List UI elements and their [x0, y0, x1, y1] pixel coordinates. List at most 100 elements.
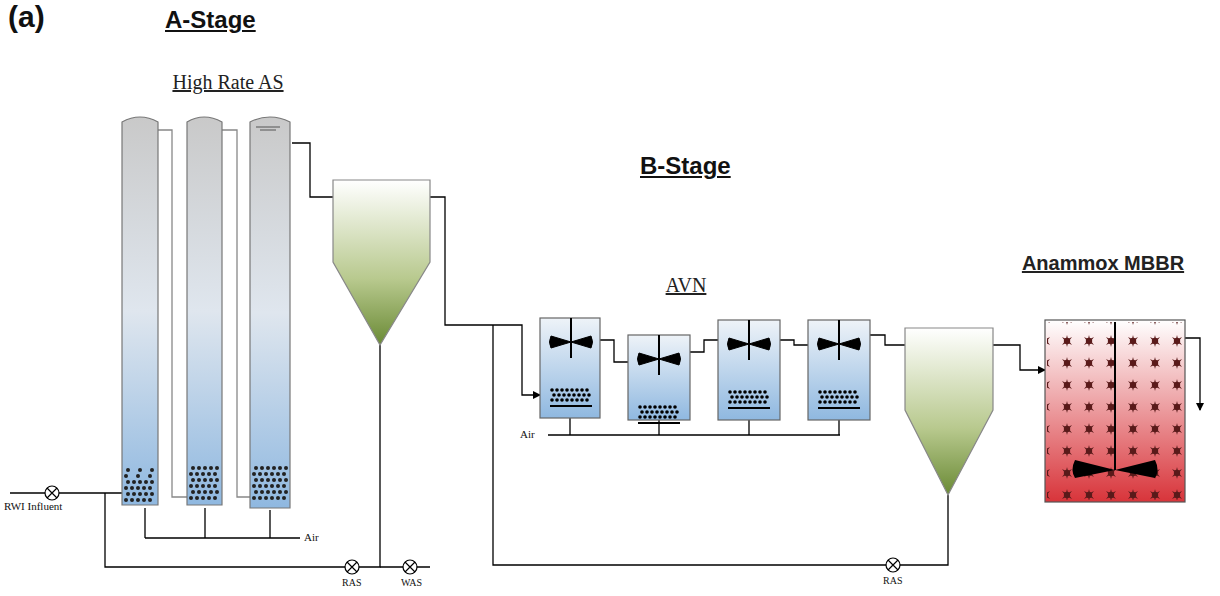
bubble: [560, 398, 564, 402]
stage-title: A-Stage: [165, 6, 256, 34]
bead: [203, 478, 207, 482]
bubble: [550, 398, 554, 402]
bubble: [828, 390, 832, 394]
bead: [197, 478, 201, 482]
bubble: [577, 393, 581, 397]
bubble: [750, 395, 754, 399]
reactor-group: High Rate AS: [120, 115, 292, 510]
bubble: [638, 415, 642, 419]
mixer-blade: [728, 338, 771, 350]
pump-symbol: [345, 560, 359, 574]
bead: [148, 486, 152, 490]
bubble: [663, 405, 667, 409]
node-heading: Anammox MBBR: [1022, 252, 1184, 275]
mixer-shaft: [748, 320, 750, 360]
bead: [278, 478, 282, 482]
bead: [189, 472, 193, 476]
bead: [254, 478, 258, 482]
bubble: [845, 395, 849, 399]
bead: [272, 478, 276, 482]
bead: [150, 468, 154, 472]
bubble: [743, 400, 747, 404]
bead: [191, 466, 195, 470]
bead: [136, 474, 140, 478]
bubble: [735, 395, 739, 399]
node-heading: AVN: [666, 274, 707, 297]
bubble: [673, 415, 677, 419]
pump-label: WAS: [401, 577, 422, 588]
bead: [215, 466, 219, 470]
bubble: [838, 390, 842, 394]
bubble: [570, 388, 574, 392]
bead: [260, 490, 264, 494]
bubble: [670, 410, 674, 414]
bubble: [643, 405, 647, 409]
bubble: [828, 400, 832, 404]
reactor-group: AVN: [540, 318, 870, 420]
bubble: [565, 398, 569, 402]
bubble: [582, 393, 586, 397]
bead: [124, 474, 128, 478]
bead: [278, 466, 282, 470]
bubble: [763, 400, 767, 404]
bead: [197, 490, 201, 494]
bubble: [853, 400, 857, 404]
bead: [252, 472, 256, 476]
bubble: [848, 390, 852, 394]
bubble: [655, 410, 659, 414]
bead: [150, 480, 154, 484]
bead: [215, 490, 219, 494]
bead: [270, 484, 274, 488]
bead: [270, 496, 274, 500]
bubble: [580, 388, 584, 392]
bubble: [758, 400, 762, 404]
bead: [278, 490, 282, 494]
diffuser: [728, 407, 770, 409]
mixer-blade: [818, 338, 861, 350]
bead: [197, 466, 201, 470]
bubble: [665, 410, 669, 414]
bubble: [555, 398, 559, 402]
bead: [207, 496, 211, 500]
bead: [201, 496, 205, 500]
bead: [126, 480, 130, 484]
pump-mark: [47, 488, 57, 498]
pump-symbol: [886, 558, 900, 572]
bubble: [755, 395, 759, 399]
bubble: [552, 393, 556, 397]
bubble: [853, 390, 857, 394]
bubble: [668, 405, 672, 409]
bead: [284, 478, 288, 482]
bubble: [587, 393, 591, 397]
bubble: [825, 395, 829, 399]
bead: [252, 496, 256, 500]
bubble: [818, 390, 822, 394]
bubble: [575, 398, 579, 402]
pump-mark: [347, 562, 357, 572]
bubble: [838, 400, 842, 404]
bead: [213, 472, 217, 476]
bubble: [760, 395, 764, 399]
node-heading: High Rate AS: [172, 71, 283, 94]
bubble: [833, 400, 837, 404]
bead: [272, 490, 276, 494]
diffuser: [818, 407, 860, 409]
bead: [282, 496, 286, 500]
bead: [252, 484, 256, 488]
bubble: [738, 400, 742, 404]
bubble: [738, 390, 742, 394]
bead: [260, 478, 264, 482]
bead: [284, 490, 288, 494]
bubble: [748, 390, 752, 394]
mixer-shaft: [838, 320, 840, 360]
bead: [148, 474, 152, 478]
bubble: [820, 395, 824, 399]
bubble: [728, 390, 732, 394]
bubble: [643, 415, 647, 419]
bubble: [753, 390, 757, 394]
bead: [138, 468, 142, 472]
bubble: [572, 393, 576, 397]
bead: [209, 478, 213, 482]
bubble: [580, 398, 584, 402]
bubble: [848, 400, 852, 404]
